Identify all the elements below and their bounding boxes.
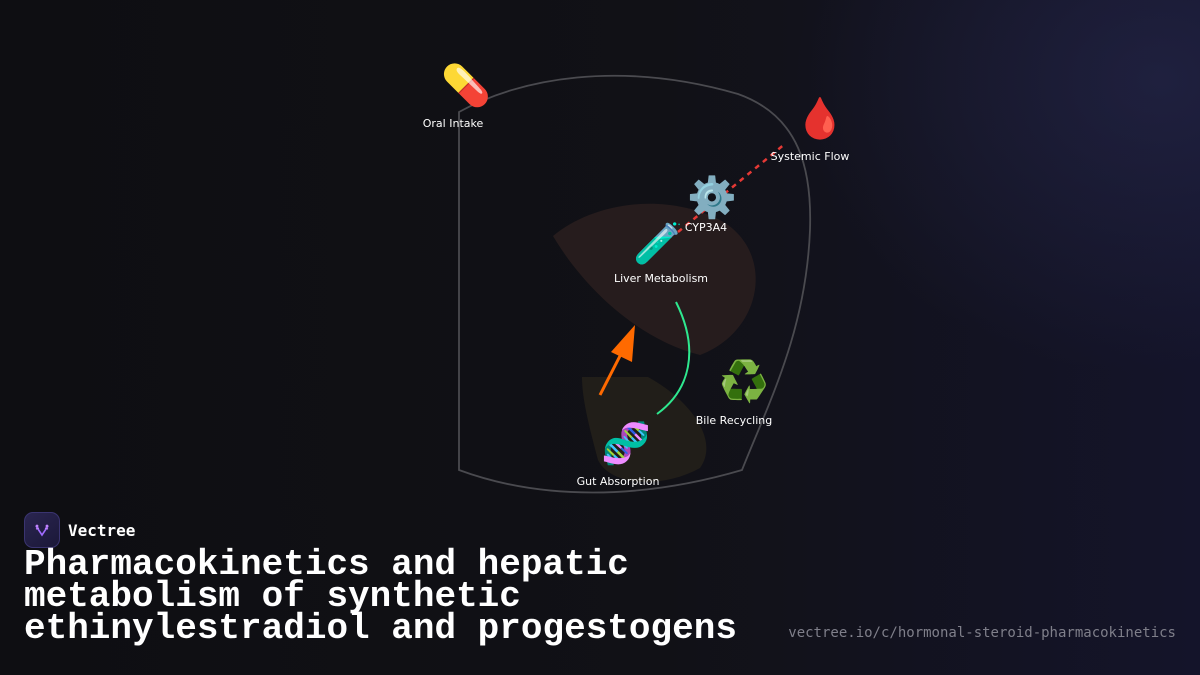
vectree-logo-icon <box>24 512 60 548</box>
brand-name: Vectree <box>68 520 136 540</box>
cyp3a4-label: CYP3A4 <box>684 221 728 234</box>
brand: Vectree <box>24 512 135 548</box>
gear-icon: ⚙️ <box>687 175 737 221</box>
recycle-icon: ♻️ <box>719 359 769 405</box>
absorption-arrowhead <box>611 325 635 362</box>
test-tube-icon: 🧪 <box>633 221 683 267</box>
systemic-flow-line <box>677 142 787 233</box>
pill-icon: 💊 <box>441 63 491 109</box>
body-outline <box>458 74 812 494</box>
source-url[interactable]: vectree.io/c/hormonal-steroid-pharmacoki… <box>788 625 1176 641</box>
absorption-arrow <box>598 351 624 396</box>
liver-metabolism-label: Liver Metabolism <box>613 272 709 285</box>
systemic-flow-label: Systemic Flow <box>770 150 850 163</box>
bile-recycling-label: Bile Recycling <box>695 414 773 427</box>
blood-drop-icon: 🩸 <box>795 96 845 142</box>
dna-icon: 🧬 <box>601 421 651 467</box>
bile-recycling-curve <box>656 301 691 415</box>
oral-intake-label: Oral Intake <box>422 117 484 130</box>
gut-region <box>582 377 707 482</box>
liver-region <box>553 203 756 355</box>
gut-absorption-label: Gut Absorption <box>576 475 660 488</box>
page-title: Pharmacokinetics and hepatic metabolism … <box>24 544 737 649</box>
